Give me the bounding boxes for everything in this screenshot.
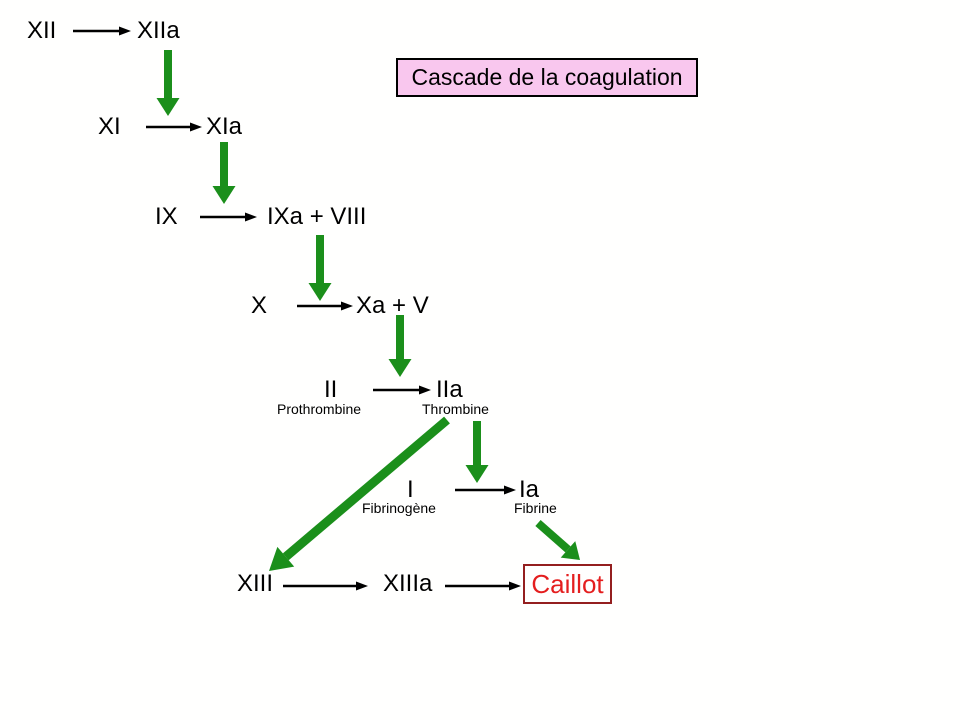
arrow-ix-to-ixa <box>200 212 257 222</box>
factor-label-xia: XIa <box>206 113 243 140</box>
factor-label-xii: XII <box>27 17 57 44</box>
factor-label-xa-v: Xa + V <box>356 292 429 319</box>
protein-name-thrombine: Thrombine <box>422 401 489 417</box>
factor-label-ix: IX <box>155 203 178 230</box>
arrow-xiii-to-xiiia <box>283 581 368 591</box>
arrow-xi-to-xia <box>146 122 202 132</box>
caillot-label: Caillot <box>531 568 604 599</box>
arrow-xiia-to-xi <box>156 50 180 116</box>
title-box: Cascade de la coagulation <box>396 58 698 97</box>
factor-label-ia: Ia <box>519 476 540 503</box>
factor-label-xi: XI <box>98 113 121 140</box>
arrow-fibrine-to-caillot <box>535 519 580 560</box>
caillot-box: Caillot <box>523 564 612 604</box>
arrow-xiiia-to-caillot <box>445 581 521 591</box>
factor-label-xiia: XIIa <box>137 17 180 44</box>
factor-label-xiii: XIII <box>237 570 274 597</box>
arrow-thrombine-to-xiii <box>269 416 450 571</box>
arrow-xa-to-ii <box>388 315 412 377</box>
arrow-xia-to-ix <box>212 142 236 204</box>
arrow-x-to-xa <box>297 301 353 311</box>
protein-name-fibrine: Fibrine <box>514 500 557 516</box>
factor-label-ii: II <box>324 376 338 403</box>
arrow-ixa-to-x <box>308 235 332 301</box>
factor-label-i: I <box>407 476 414 503</box>
arrow-xii-to-xiia <box>73 26 131 36</box>
arrow-ii-to-iia <box>373 385 431 395</box>
protein-name-prothrombine: Prothrombine <box>277 401 362 417</box>
factor-label-x: X <box>251 292 268 319</box>
factor-label-iia: IIa <box>436 376 463 403</box>
arrow-i-to-ia <box>455 485 516 495</box>
arrow-iia-to-i <box>465 421 489 483</box>
factor-label-ixa-viii: IXa + VIII <box>267 203 367 230</box>
title-text: Cascade de la coagulation <box>411 64 683 90</box>
protein-name-fibrinogene: Fibrinogène <box>362 500 436 516</box>
factor-label-xiiia: XIIIa <box>383 570 433 597</box>
